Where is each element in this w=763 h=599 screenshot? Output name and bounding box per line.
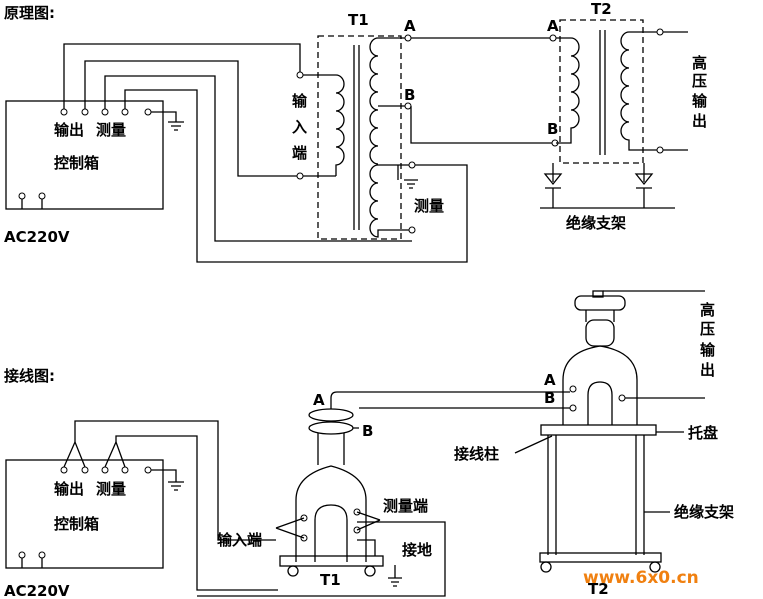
input-char-3: 端: [292, 144, 307, 162]
control-box-title: 控制箱: [54, 154, 99, 172]
wire-measure-b: [197, 521, 446, 597]
supply-leads-bottom: [21, 555, 43, 568]
t1-label-bottom: T1: [320, 571, 341, 589]
post-label: 接线柱: [454, 445, 499, 463]
t1-measure-coil: [369, 164, 412, 238]
t2-transformer-body: [539, 290, 705, 573]
t1-term-b-b: B: [362, 422, 373, 440]
hv-char-b4: 出: [700, 361, 715, 379]
t1-secondary-coil: [369, 37, 379, 165]
support-label-bottom: 绝缘支架: [674, 503, 734, 521]
schematic-heading: 原理图:: [4, 4, 55, 22]
control-terminals-top: [60, 108, 152, 116]
ground-symbol-box-b: [151, 469, 184, 491]
t2-core: [599, 30, 606, 155]
t1-enclosure: [317, 35, 402, 240]
control-meas-label-b: 测量: [96, 480, 126, 498]
measure-end-label: 测量端: [383, 497, 428, 515]
control-out-label-b: 输出: [54, 480, 84, 498]
t1-term-a: A: [404, 17, 416, 35]
input-end-label: 输入端: [217, 531, 262, 549]
terminal-pair-joins: [63, 440, 126, 468]
t1-core: [353, 45, 360, 230]
t1-primary-coil: [300, 74, 345, 177]
wire-b-bottom: [353, 407, 570, 429]
t2-term-b-b: B: [544, 389, 555, 407]
t2-primary-coil: [556, 37, 580, 144]
wire-measure-1: [104, 75, 412, 242]
input-char-2: 入: [292, 118, 307, 136]
t2-label-top: T2: [591, 0, 612, 18]
ground-label: 接地: [402, 541, 432, 559]
ground-symbol-box: [151, 111, 184, 131]
t2-term-b: B: [547, 120, 558, 138]
t1-term-a-b: A: [313, 391, 325, 409]
control-terminals-bottom: [60, 466, 152, 474]
supply-label-top: AC220V: [4, 228, 70, 246]
hv-char-3: 输: [692, 92, 708, 110]
hv-char-b1: 高: [700, 301, 715, 319]
ground-symbol-t1: [397, 165, 418, 189]
wire-a-bottom: [330, 391, 570, 409]
wire-output-b: [74, 420, 276, 541]
control-box-bottom: [5, 459, 164, 569]
hv-char-b3: 输: [700, 341, 716, 359]
supply-label-bottom: AC220V: [4, 582, 70, 599]
post-pointer: [514, 435, 553, 454]
wire-measure-2: [124, 89, 468, 263]
hv-char-1: 高: [692, 54, 707, 72]
insulating-supports-top: [540, 163, 675, 209]
measure-label-top: 测量: [414, 197, 444, 215]
wire-output-2: [84, 60, 300, 177]
wire-b-link: [410, 106, 555, 144]
t1-label-top: T1: [348, 11, 369, 29]
ground-symbol-b: [388, 565, 402, 587]
t2-enclosure: [559, 19, 644, 164]
wire-ground-b: [115, 435, 278, 591]
control-out-label: 输出: [54, 121, 84, 139]
control-box-title-b: 控制箱: [54, 515, 99, 533]
support-label-top: 绝缘支架: [566, 214, 626, 232]
t1-secondary-leads: [378, 37, 408, 107]
hv-char-4: 出: [692, 112, 707, 130]
t2-term-a: A: [547, 17, 559, 35]
wiring-heading: 接线图:: [4, 367, 55, 385]
t2-secondary-coil: [620, 31, 657, 151]
t2-term-a-b: A: [544, 371, 556, 389]
hv-char-2: 压: [692, 72, 707, 90]
hv-char-b2: 压: [700, 320, 715, 338]
control-meas-label: 测量: [96, 121, 126, 139]
tray-label: 托盘: [688, 424, 718, 442]
hv-output-leads: [663, 31, 688, 151]
supply-leads-top: [21, 196, 43, 209]
t2-label-bottom: T2: [588, 580, 609, 598]
watermark: www.6x0.cn: [583, 568, 699, 588]
input-char-1: 输: [292, 92, 308, 110]
wire-output-1: [63, 43, 301, 109]
t1-term-b: B: [404, 86, 415, 104]
